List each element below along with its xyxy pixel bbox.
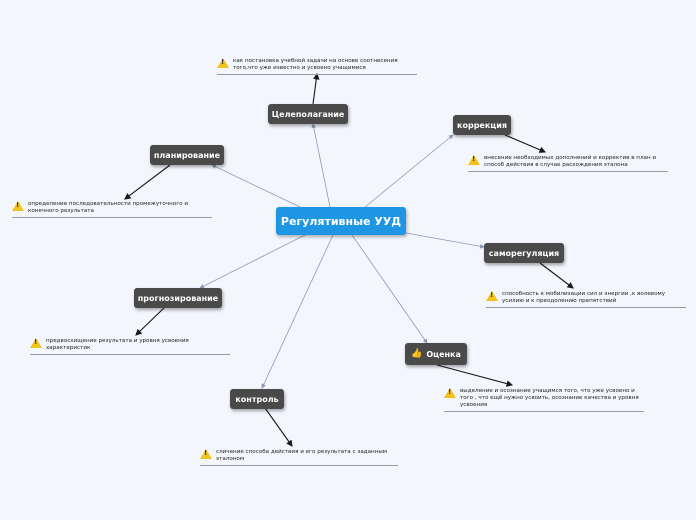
arrow-korrekciya-note	[504, 134, 547, 153]
arrow-planirovanie-note	[124, 164, 171, 200]
note-samoregulyaciya-text: способность к мобилизации сил и энергии …	[502, 291, 666, 304]
note-kontrol: сличение способа действия и его результа…	[200, 449, 398, 466]
note-korrekciya: внесение необходимых дополнений и коррек…	[468, 155, 668, 172]
connector-celepolaganie	[311, 123, 331, 208]
thumbs-up-icon: 👍	[411, 349, 423, 359]
note-prognozirovanie: предвосхищение результата и уровня усвое…	[30, 338, 230, 355]
node-ocenka[interactable]: 👍Оценка	[405, 343, 467, 365]
note-prognozirovanie-text: предвосхищение результата и уровня усвое…	[46, 338, 189, 351]
note-planirovanie: определение последовательности промежуто…	[12, 201, 212, 218]
warning-icon	[486, 291, 498, 301]
node-planirovanie-label: планирование	[153, 150, 221, 160]
node-prognozirovanie-label: прогнозирование	[137, 293, 219, 303]
connector-ocenka	[351, 234, 428, 344]
note-celepolaganie-text: как постановка учебной задачи на основе …	[233, 58, 398, 71]
node-kontrol-label: контроль	[235, 394, 279, 404]
warning-icon	[217, 58, 229, 68]
note-planirovanie-text: определение последовательности промежуто…	[28, 201, 188, 214]
arrow-ocenka-note	[436, 364, 514, 387]
connector-prognozirovanie	[199, 234, 306, 289]
node-prognozirovanie[interactable]: прогнозирование	[134, 288, 222, 308]
node-korrekciya[interactable]: коррекция	[453, 115, 511, 135]
warning-icon	[468, 155, 480, 165]
note-ocenka: выделение и осознание учащимся того, что…	[444, 388, 644, 412]
connector-korrekciya	[364, 134, 454, 208]
arrow-prognozirovanie-note	[135, 306, 166, 336]
connector-kontrol	[261, 234, 334, 389]
arrow-kontrol-note	[264, 407, 293, 447]
node-celepolaganie-label: Целеполагание	[271, 109, 345, 119]
arrow-celepolaganie-note	[312, 72, 320, 105]
note-celepolaganie: как постановка учебной задачи на основе …	[217, 58, 417, 75]
warning-icon	[12, 201, 24, 211]
node-samoregulyaciya[interactable]: саморегуляция	[484, 243, 564, 263]
node-planirovanie[interactable]: планирование	[150, 145, 224, 165]
note-ocenka-text: выделение и осознание учащимся того, что…	[460, 388, 639, 408]
arrow-samoregulyaciya-note	[539, 262, 574, 289]
node-ocenka-label: Оценка	[426, 349, 461, 359]
note-korrekciya-text: внесение необходимых дополнений и коррек…	[484, 155, 657, 168]
node-korrekciya-label: коррекция	[457, 120, 507, 130]
node-samoregulyaciya-label: саморегуляция	[488, 248, 560, 258]
note-kontrol-text: сличение способа действия и его результа…	[216, 449, 388, 462]
node-celepolaganie[interactable]: Целеполагание	[268, 104, 348, 124]
central-topic[interactable]: Регулятивные УУД	[276, 207, 406, 235]
warning-icon	[444, 388, 456, 398]
note-samoregulyaciya: способность к мобилизации сил и энергии …	[486, 291, 686, 308]
node-kontrol[interactable]: контроль	[230, 389, 284, 409]
warning-icon	[200, 449, 212, 459]
connector-planirovanie	[211, 164, 301, 208]
warning-icon	[30, 338, 42, 348]
connector-samoregulyaciya	[405, 232, 485, 249]
